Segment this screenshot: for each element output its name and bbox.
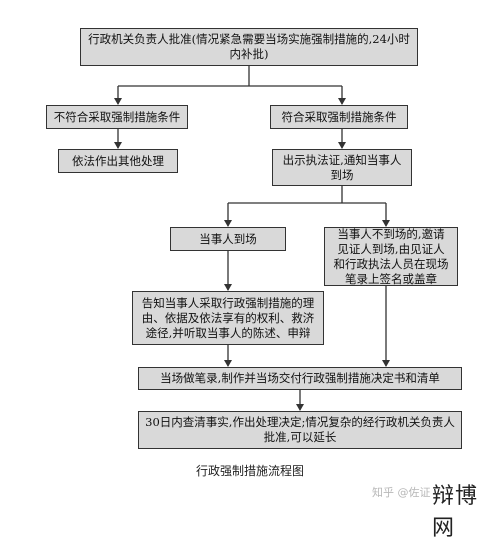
node-approval: 行政机关负责人批准(情况紧急需要当场实施强制措施的,24小时内补批) — [80, 28, 418, 66]
watermark-text: 知乎 @佐证 — [372, 486, 431, 499]
brand-logo-text: 辩博网 — [432, 484, 479, 541]
node-qualified: 符合采取强制措施条件 — [270, 105, 408, 129]
node-party-absent: 当事人不到场的,邀请见证人到场,由见证人和行政执法人员在现场笔录上签名或盖章 — [324, 227, 458, 286]
flowchart-connectors — [114, 66, 390, 411]
node-not-qualified: 不符合采取强制措施条件 — [46, 105, 188, 129]
node-party-present: 当事人到场 — [170, 227, 286, 251]
node-show-credentials: 出示执法证,通知当事人到场 — [272, 149, 412, 186]
node-other-handling: 依法作出其他处理 — [58, 149, 178, 173]
node-record-decision: 当场做笔录,制作并当场交付行政强制措施决定书和清单 — [138, 367, 462, 390]
node-investigate: 30日内查清事实,作出处理决定;情况复杂的经行政机关负责人批准,可以延长 — [138, 411, 462, 449]
diagram-caption: 行政强制措施流程图 — [195, 464, 304, 478]
node-inform-party: 告知当事人采取行政强制措施的理由、依据及依法享有的权利、救济途径,并听取当事人的… — [132, 291, 324, 345]
